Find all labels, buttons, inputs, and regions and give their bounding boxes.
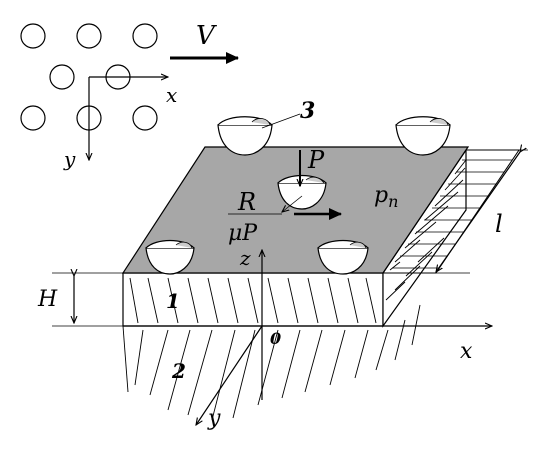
grid-circle	[132, 105, 158, 131]
grid-circle	[20, 105, 46, 131]
pressure-subscript: n	[388, 192, 398, 211]
layer-2-label: 2	[171, 359, 186, 383]
grid-x-label: x	[166, 83, 177, 107]
pressure-label: pn	[374, 183, 398, 211]
length-label: l	[495, 210, 503, 238]
thickness-label: H	[37, 287, 58, 312]
main-y-label: y	[207, 406, 221, 431]
abrasive-grain	[395, 116, 451, 156]
friction-label: μP	[228, 221, 258, 246]
main-y-axis	[196, 325, 263, 425]
grid-circle	[49, 64, 75, 90]
abrasive-grain	[217, 116, 273, 156]
resultant-arrow	[282, 195, 303, 212]
grain-leader-line	[261, 113, 301, 129]
origin-label: 0	[270, 329, 281, 348]
grid-y-label: y	[63, 147, 76, 171]
grain-number-label: 3	[300, 98, 315, 124]
layer-1-label: 1	[166, 289, 180, 313]
grid-circle	[76, 23, 102, 49]
grid-circle	[132, 23, 158, 49]
layer-2-hatching	[122, 304, 421, 421]
length-dimension-line	[436, 152, 520, 272]
resultant-label: R	[237, 188, 256, 216]
force-p-label: P	[307, 146, 325, 174]
layer-1-block	[122, 272, 384, 327]
main-x-label: x	[460, 339, 473, 364]
abrasive-grain	[317, 239, 369, 275]
grid-circle	[20, 23, 46, 49]
abrasive-grain	[145, 239, 195, 275]
main-z-label: z	[239, 246, 251, 270]
pressure-symbol: p	[374, 183, 388, 208]
velocity-label: V	[196, 21, 217, 51]
